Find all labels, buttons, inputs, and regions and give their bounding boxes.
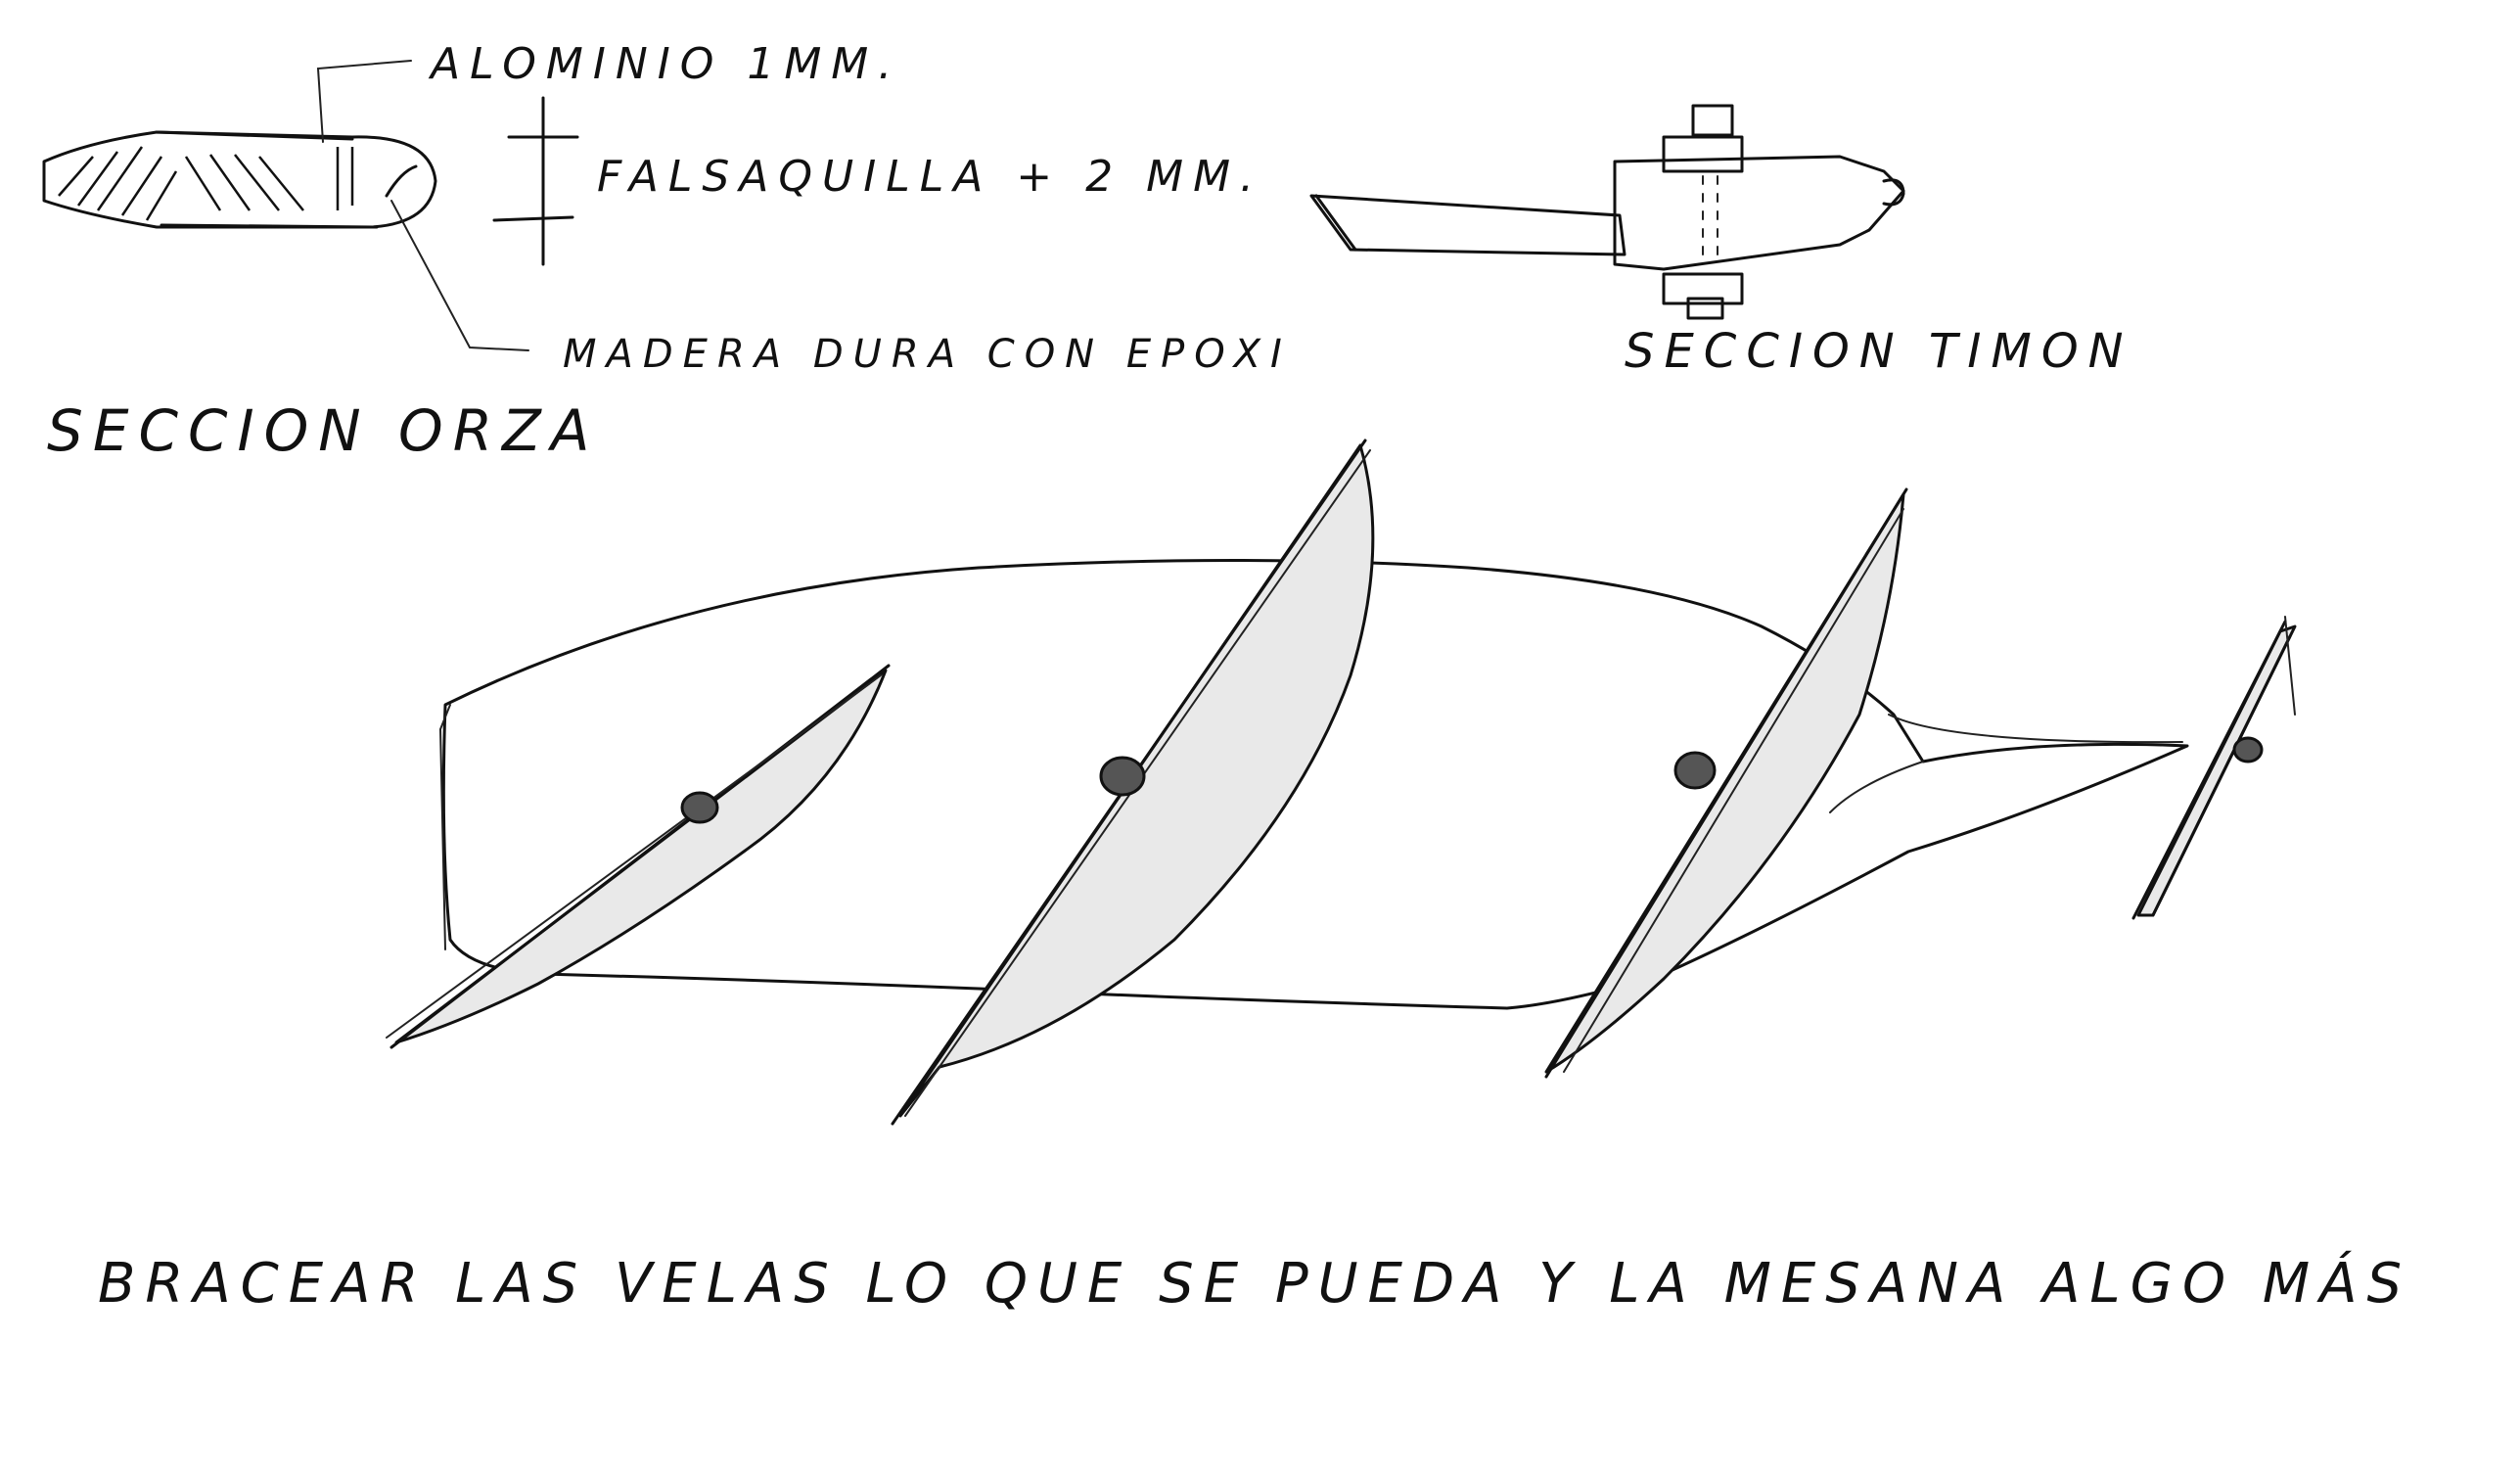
aftersail xyxy=(1544,487,1908,1079)
rudder-section-title: SECCION TIMON xyxy=(1625,324,2133,379)
rudder-section-drawing xyxy=(1309,104,1905,320)
mizzen-mast-icon xyxy=(2232,736,2264,763)
hardwood-label: MADERA DURA CON EPOXI xyxy=(563,332,1292,377)
sail-instruction-caption: BRACEAR LAS VELAS LO QUE SE PUEDA Y LA M… xyxy=(98,1252,2411,1316)
keel-section-title: SECCION ORZA xyxy=(47,397,599,464)
aftermast-icon xyxy=(1673,751,1717,790)
foremast-icon xyxy=(680,791,719,824)
mizzen-sail xyxy=(2131,616,2297,920)
keel-section-drawing xyxy=(42,60,529,351)
mainmast-icon xyxy=(1099,756,1146,797)
false-keel-label: FALSAQUILLA + 2 MM. xyxy=(597,152,1263,202)
aluminium-label: ALOMINIO 1MM. xyxy=(428,39,901,89)
hull-outline xyxy=(438,559,2189,1010)
foresail xyxy=(386,664,891,1049)
false-keel-dimension-mark xyxy=(492,96,579,266)
